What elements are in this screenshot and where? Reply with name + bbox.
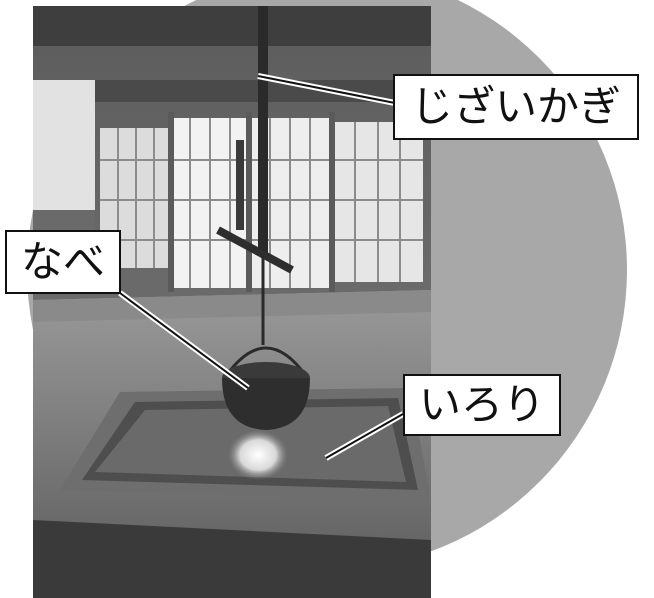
photo <box>33 6 431 598</box>
label-jizaikagi: じざいかぎ <box>393 74 639 140</box>
jizaikagi-hook <box>216 6 294 345</box>
leader-lines <box>118 73 405 461</box>
irori-hearth <box>60 388 431 500</box>
label-nabe: なべ <box>5 230 121 294</box>
label-irori: いろり <box>403 374 561 436</box>
